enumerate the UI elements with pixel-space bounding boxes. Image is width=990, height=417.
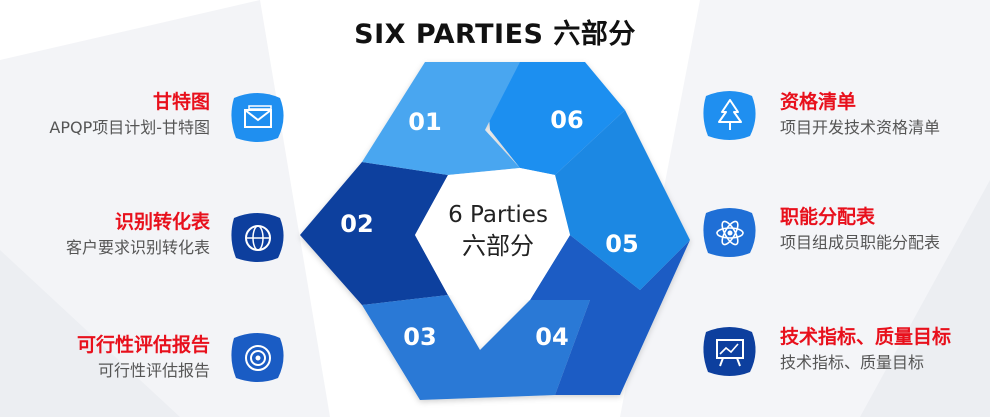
item-title: 资格清单 <box>780 91 857 113</box>
center-line1: 6 Parties <box>448 202 548 228</box>
center-hexagon <box>415 168 570 300</box>
segment-04 <box>530 235 690 395</box>
page-title: SIX PARTIES 六部分 <box>354 19 636 50</box>
item-title: 甘特图 <box>152 91 210 113</box>
segment-label-06: 06 <box>550 106 583 134</box>
segment-06 <box>485 62 625 175</box>
item-title: 识别转化表 <box>114 211 210 233</box>
center-line2: 六部分 <box>462 232 534 260</box>
item-title: 职能分配表 <box>780 206 876 228</box>
segment-01 <box>362 62 520 175</box>
target-icon <box>231 333 284 382</box>
item-subtitle: 项目开发技术资格清单 <box>780 118 941 137</box>
item-subtitle: 技术指标、质量目标 <box>780 353 925 372</box>
segment-label-01: 01 <box>408 108 441 136</box>
atom-icon <box>703 208 756 257</box>
segment-label-04: 04 <box>535 323 568 351</box>
item-feasibility: 可行性评估报告 可行性评估报告 <box>0 333 210 382</box>
item-subtitle: 可行性评估报告 <box>97 361 210 380</box>
presentation-icon <box>703 327 756 376</box>
item-function: 职能分配表 项目组成员职能分配表 <box>780 205 990 254</box>
item-subtitle: 客户要求识别转化表 <box>65 238 210 257</box>
item-technical: 技术指标、质量目标 技术指标、质量目标 <box>780 325 990 374</box>
segment-label-05: 05 <box>605 230 638 258</box>
globe-icon <box>231 213 284 262</box>
item-title: 可行性评估报告 <box>76 334 210 356</box>
item-subtitle: APQP项目计划-甘特图 <box>49 118 210 137</box>
segment-05 <box>555 110 690 290</box>
item-subtitle: 项目组成员职能分配表 <box>780 233 941 252</box>
item-identification: 识别转化表 客户要求识别转化表 <box>0 210 210 259</box>
item-title: 技术指标、质量目标 <box>780 326 952 348</box>
segment-label-03: 03 <box>403 323 436 351</box>
segment-03 <box>362 295 590 400</box>
item-gantt: 甘特图 APQP项目计划-甘特图 <box>0 90 210 139</box>
segment-label-02: 02 <box>340 210 373 238</box>
tree-icon <box>703 91 756 140</box>
segment-02 <box>300 162 448 305</box>
envelope-icon <box>231 93 284 142</box>
item-qualification: 资格清单 项目开发技术资格清单 <box>780 90 990 139</box>
